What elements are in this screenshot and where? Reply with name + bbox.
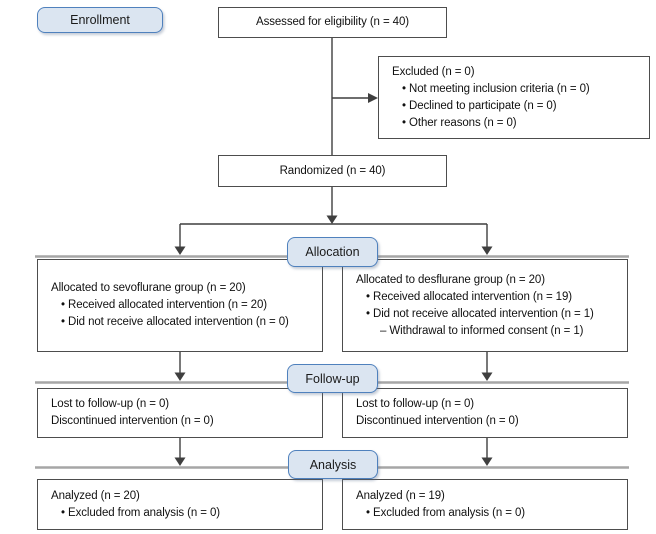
box-line: Assessed for eligibility (n = 40): [256, 16, 409, 28]
arrowhead-down-icon: [481, 457, 493, 466]
arrowhead-right-icon: [368, 93, 378, 103]
box-line: • Other reasons (n = 0): [402, 116, 517, 129]
box-line: Lost to follow-up (n = 0): [51, 398, 169, 410]
box-line: Analyzed (n = 20): [51, 489, 140, 502]
box-line: • Received allocated intervention (n = 2…: [61, 299, 267, 311]
arrowhead-down-icon: [174, 246, 186, 255]
allocation-desflurane-box: Allocated to desflurane group (n = 20) •…: [342, 259, 628, 352]
arrowhead-down-icon: [481, 246, 493, 255]
arrowhead-down-icon: [481, 372, 493, 381]
box-line: – Withdrawal to informed consent (n = 1): [380, 324, 584, 337]
box-line: Allocated to desflurane group (n = 20): [356, 273, 545, 286]
randomized-box: Randomized (n = 40): [218, 155, 447, 187]
box-line: Lost to follow-up (n = 0): [356, 398, 474, 410]
box-line: Randomized (n = 40): [279, 164, 386, 177]
allocation-sevoflurane-box: Allocated to sevoflurane group (n = 20) …: [37, 259, 323, 352]
box-line: Analyzed (n = 19): [356, 489, 445, 502]
enrollment-badge: Enrollment: [37, 7, 163, 33]
box-line: • Declined to participate (n = 0): [402, 99, 557, 112]
excluded-box: Excluded (n = 0) • Not meeting inclusion…: [378, 56, 650, 139]
followup-badge: Follow-up: [287, 364, 378, 393]
arrowheads: [174, 93, 493, 466]
box-line: • Excluded from analysis (n = 0): [366, 506, 526, 519]
box-line: • Not meeting inclusion criteria (n = 0): [402, 82, 590, 95]
box-line: • Received allocated intervention (n = 1…: [366, 290, 572, 303]
arrowhead-down-icon: [174, 457, 186, 466]
allocation-badge: Allocation: [287, 237, 378, 267]
box-line: Discontinued intervention (n = 0): [356, 415, 519, 427]
box-line: • Did not receive allocated intervention…: [61, 316, 289, 328]
analyzed-desflurane-box: Analyzed (n = 19) • Excluded from analys…: [342, 479, 628, 530]
followup-sevoflurane-box: Lost to follow-up (n = 0) Discontinued i…: [37, 388, 323, 438]
box-line: Discontinued intervention (n = 0): [51, 415, 214, 427]
box-line: • Excluded from analysis (n = 0): [61, 506, 221, 519]
flow-arrows: [179, 38, 488, 458]
box-line: Excluded (n = 0): [392, 65, 475, 78]
box-line: • Did not receive allocated intervention…: [366, 307, 594, 320]
analyzed-sevoflurane-box: Analyzed (n = 20) • Excluded from analys…: [37, 479, 323, 530]
analysis-badge: Analysis: [288, 450, 378, 479]
assessed-eligibility-box: Assessed for eligibility (n = 40): [218, 7, 447, 38]
followup-desflurane-box: Lost to follow-up (n = 0) Discontinued i…: [342, 388, 628, 438]
arrowhead-down-icon: [174, 372, 186, 381]
arrowhead-down-icon: [326, 215, 338, 224]
box-line: Allocated to sevoflurane group (n = 20): [51, 282, 246, 294]
